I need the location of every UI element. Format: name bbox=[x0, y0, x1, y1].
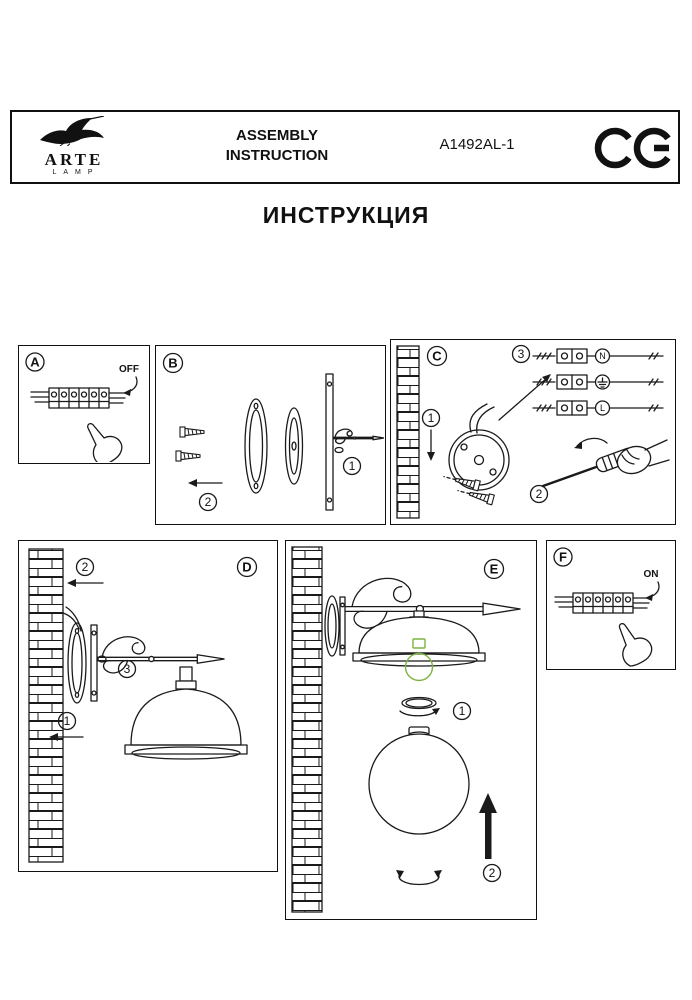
step-badge bbox=[57, 711, 77, 731]
scroll-arm-icon bbox=[96, 636, 226, 674]
document-title-line2: INSTRUCTION bbox=[225, 147, 329, 164]
terminal-row-l: L bbox=[532, 400, 664, 416]
rotate-arrow-icon bbox=[648, 581, 660, 598]
terminal-l-label: L bbox=[600, 403, 605, 413]
panel-letter-badge bbox=[162, 352, 184, 374]
glass-globe-icon bbox=[368, 726, 470, 835]
socket-ring-icon bbox=[399, 696, 440, 717]
mounting-plate-icon bbox=[448, 403, 510, 491]
rotate-arrow-icon bbox=[576, 437, 608, 447]
step-badge bbox=[198, 492, 218, 512]
panel-letter: B bbox=[168, 356, 177, 371]
terminal-n-label: N bbox=[599, 351, 606, 361]
lamp-shade-icon bbox=[352, 610, 486, 667]
panel-letter: E bbox=[490, 562, 499, 577]
wires bbox=[469, 403, 495, 434]
step-badge bbox=[421, 408, 441, 428]
backplate-icon bbox=[284, 407, 304, 485]
lamp-shade-icon bbox=[124, 666, 248, 760]
step-number: 1 bbox=[64, 714, 71, 728]
terminal-block-icon bbox=[554, 592, 652, 614]
brand-sub: LAMP bbox=[52, 169, 100, 176]
step-number: 2 bbox=[82, 560, 89, 574]
screw-icon bbox=[179, 426, 205, 438]
panel-letter-badge bbox=[426, 345, 448, 367]
step-badge bbox=[452, 701, 472, 721]
hand-icon bbox=[616, 439, 670, 475]
brand-name: ARTE bbox=[44, 150, 104, 169]
step-badge bbox=[511, 344, 531, 364]
panel-e: E bbox=[285, 540, 537, 920]
brick-wall bbox=[396, 345, 420, 519]
step-number: 2 bbox=[536, 487, 543, 501]
panel-a: A OFF bbox=[18, 345, 150, 464]
wall-bar-icon bbox=[90, 624, 98, 702]
rotate-arrow-icon bbox=[126, 376, 138, 393]
panel-letter: F bbox=[559, 550, 567, 565]
panel-letter-badge bbox=[483, 558, 505, 580]
screw-icon bbox=[467, 488, 495, 506]
brick-wall bbox=[291, 546, 323, 913]
wires bbox=[62, 606, 82, 632]
mounting-ring-icon bbox=[244, 398, 268, 494]
step-number: 1 bbox=[428, 411, 435, 425]
earth-icon bbox=[597, 377, 608, 388]
panel-letter-badge bbox=[236, 556, 258, 578]
stork-icon bbox=[40, 115, 105, 147]
switch-on-label: ON bbox=[644, 569, 659, 580]
wall-bar-icon bbox=[325, 373, 334, 511]
terminal-block-icon bbox=[30, 387, 128, 409]
brick-wall bbox=[28, 548, 64, 863]
hand-icon bbox=[607, 615, 657, 668]
mounting-ring-icon bbox=[324, 595, 340, 657]
step-number: 1 bbox=[459, 704, 466, 718]
step-number: 3 bbox=[518, 347, 525, 361]
rotate-arrow-icon bbox=[399, 710, 437, 717]
step-badge bbox=[75, 557, 95, 577]
terminal-row-n: N bbox=[532, 348, 664, 364]
panel-letter: D bbox=[242, 560, 251, 575]
header: ARTE LAMP ASSEMBLY INSTRUCTION A1492AL-1 bbox=[10, 110, 680, 184]
wall-bar-icon bbox=[339, 596, 346, 656]
step-number: 2 bbox=[489, 866, 496, 880]
terminal-row-earth bbox=[532, 374, 664, 390]
step-number: 2 bbox=[205, 495, 212, 509]
step-badge bbox=[342, 456, 362, 476]
panel-c: C 3 N bbox=[390, 339, 676, 525]
pointer-arrow-icon bbox=[498, 377, 548, 421]
panel-b: B 1 bbox=[155, 345, 386, 525]
panel-letter: C bbox=[432, 349, 442, 364]
ce-mark-icon bbox=[594, 127, 675, 169]
panel-letter-badge bbox=[553, 547, 573, 567]
wires bbox=[30, 391, 128, 404]
scroll-arm-icon bbox=[332, 428, 384, 444]
panel-d: 2 D 3 bbox=[18, 540, 278, 872]
step-number: 1 bbox=[349, 459, 356, 473]
guide-lines bbox=[443, 475, 471, 495]
step-number: 3 bbox=[124, 662, 131, 676]
document-title-line1: ASSEMBLY bbox=[236, 127, 318, 144]
switch-off-label: OFF bbox=[119, 364, 139, 375]
wires bbox=[554, 596, 652, 609]
mounting-ring-icon bbox=[62, 606, 87, 704]
panel-letter-badge bbox=[25, 352, 45, 372]
brand-logo: ARTE LAMP bbox=[30, 115, 118, 177]
panel-letter: A bbox=[30, 355, 40, 370]
hand-icon bbox=[75, 414, 128, 462]
document-title: ASSEMBLY INSTRUCTION bbox=[192, 126, 362, 166]
up-arrow-icon bbox=[479, 793, 497, 859]
model-number: A1492AL-1 bbox=[439, 136, 515, 153]
nut-icon bbox=[334, 446, 344, 454]
step-badge bbox=[529, 484, 549, 504]
page-title: ИНСТРУКЦИЯ bbox=[262, 202, 430, 228]
step-badge bbox=[482, 863, 502, 883]
bulb-icon bbox=[404, 638, 434, 682]
screw-icon bbox=[175, 450, 201, 462]
panel-f: F ON bbox=[546, 540, 676, 670]
retaining-ring-icon bbox=[396, 870, 442, 886]
